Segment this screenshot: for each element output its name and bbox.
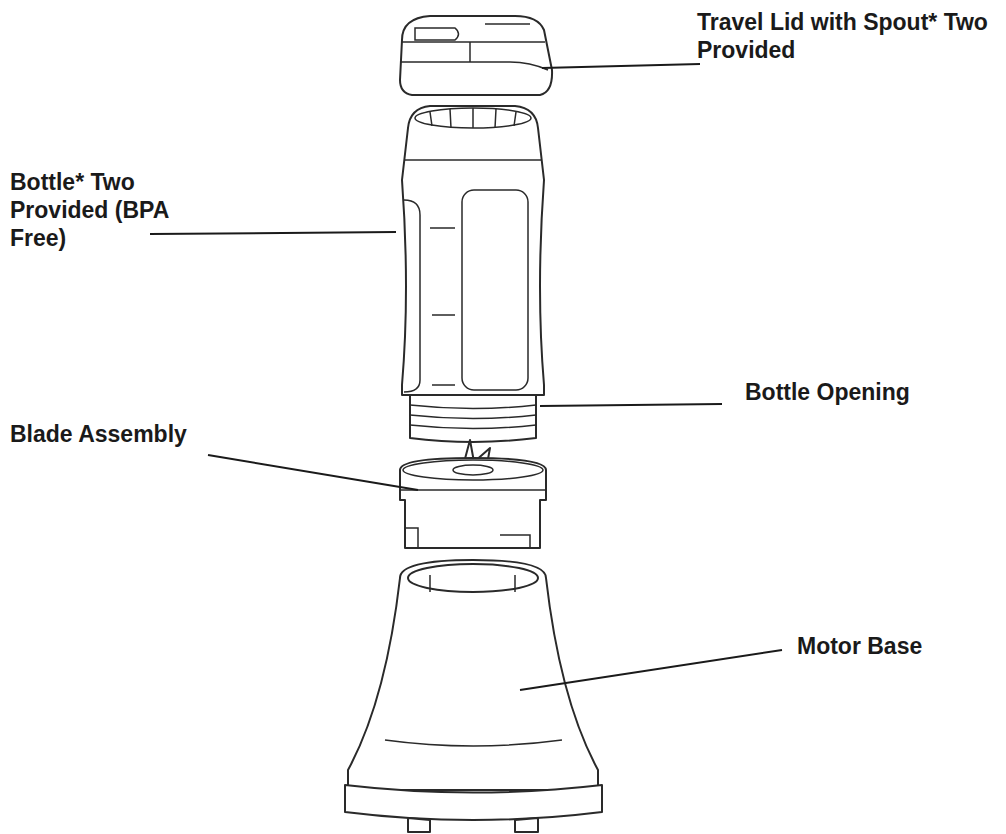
part-label: Motor Base bbox=[797, 632, 997, 660]
bottle bbox=[402, 106, 544, 442]
part-label: Bottle* Two Provided (BPA Free) bbox=[10, 168, 202, 252]
leader-lines bbox=[150, 64, 782, 690]
leader-line bbox=[542, 64, 700, 68]
part-label: Bottle Opening bbox=[745, 378, 985, 406]
leader-line bbox=[150, 232, 396, 234]
part-label: Travel Lid with Spout* Two Provided bbox=[697, 8, 1006, 64]
leader-line bbox=[540, 404, 722, 406]
blade-assembly bbox=[400, 440, 546, 548]
motor-base bbox=[345, 560, 602, 832]
part-label: Blade Assembly bbox=[10, 420, 250, 448]
travel-lid bbox=[400, 16, 552, 95]
leader-line bbox=[208, 455, 418, 490]
leader-line bbox=[520, 650, 782, 690]
